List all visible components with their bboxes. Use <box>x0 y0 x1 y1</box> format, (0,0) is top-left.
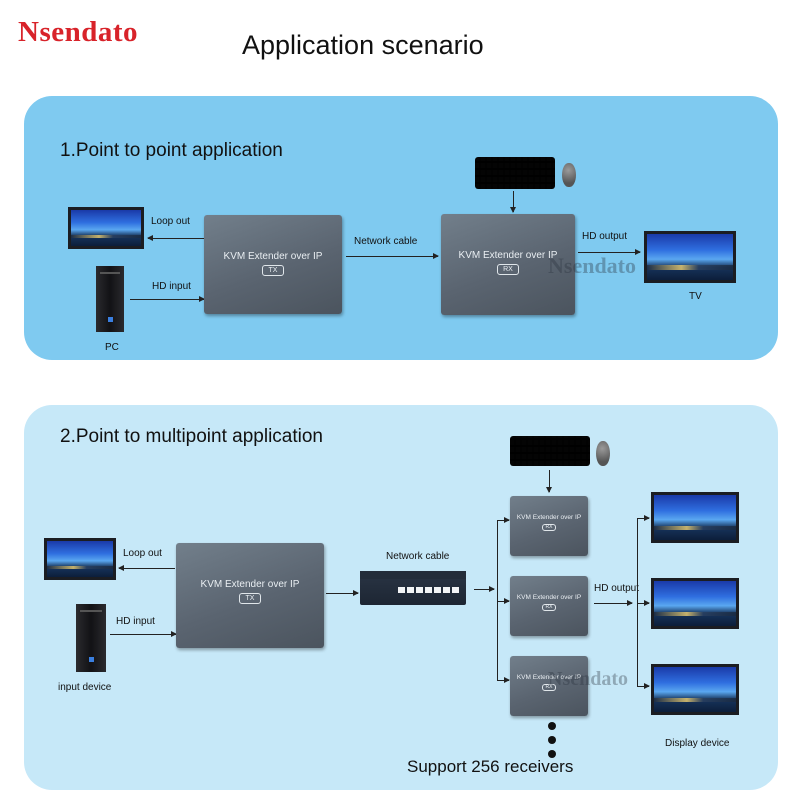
section2-title: 2.Point to multipoint application <box>60 426 323 447</box>
support-receivers-caption: Support 256 receivers <box>407 757 574 776</box>
rx-box-name: KVM Extender over IP <box>458 250 558 261</box>
tx-badge: TX <box>239 593 261 604</box>
section1-title: 1.Point to point application <box>60 140 283 161</box>
more-receivers-dot <box>548 722 556 730</box>
hd-output-arrow <box>594 600 633 606</box>
mouse-icon <box>596 441 610 466</box>
network-cable-arrow <box>346 253 439 259</box>
switch-to-receivers-arrow <box>474 586 495 592</box>
rx-extender-box: KVM Extender over IP RX <box>510 576 588 636</box>
hd-input-arrow <box>110 631 177 637</box>
loop-out-arrow <box>147 235 204 241</box>
network-cable-label: Network cable <box>354 236 418 247</box>
hd-input-arrow <box>130 296 205 302</box>
bracket-arrow-1 <box>497 517 510 523</box>
brand-logo: Nsendato <box>18 16 139 48</box>
more-receivers-dot <box>548 750 556 758</box>
hd-input-label: HD input <box>116 616 155 627</box>
tx-extender-box: KVM Extender over IP TX <box>176 543 324 648</box>
display-tv-icon <box>651 492 739 543</box>
rx-box-name: KVM Extender over IP <box>516 514 582 521</box>
loop-out-label: Loop out <box>123 548 162 559</box>
rx-extender-box: KVM Extender over IP RX <box>510 656 588 716</box>
rx-badge: RX <box>542 684 556 691</box>
mouse-icon <box>562 163 576 187</box>
tx-extender-box: KVM Extender over IP TX <box>204 215 342 314</box>
more-receivers-dot <box>548 736 556 744</box>
rx-badge: RX <box>542 604 556 611</box>
display-arrow-2 <box>637 600 650 606</box>
tx-to-switch-arrow <box>326 590 359 596</box>
keyboard-icon <box>510 436 590 466</box>
hd-output-label: HD output <box>594 583 640 594</box>
tx-badge: TX <box>262 265 284 276</box>
point-to-point-panel <box>24 96 778 360</box>
display-tv-icon <box>651 578 739 629</box>
pc-label: PC <box>105 342 119 353</box>
input-device-tower-icon <box>76 604 106 672</box>
pc-tower-icon <box>96 266 124 332</box>
rx-badge: RX <box>542 524 556 531</box>
tv-icon <box>644 231 736 283</box>
tv-label: TV <box>689 291 702 302</box>
watermark: Nsendato <box>548 668 629 690</box>
network-cable-label: Network cable <box>386 551 450 562</box>
loop-out-tv-icon <box>44 538 116 580</box>
tx-box-name: KVM Extender over IP <box>223 251 323 262</box>
loop-out-arrow <box>118 565 175 571</box>
keyboard-arrow <box>510 191 516 213</box>
display-arrow-1 <box>637 515 650 521</box>
loop-out-label: Loop out <box>151 216 190 227</box>
network-switch-icon <box>360 571 466 605</box>
hd-output-label: HD output <box>582 231 628 242</box>
hd-input-label: HD input <box>152 281 191 292</box>
display-device-label: Display device <box>665 738 730 749</box>
rx-box-name: KVM Extender over IP <box>516 594 582 601</box>
bracket-arrow-3 <box>497 677 510 683</box>
tx-box-name: KVM Extender over IP <box>200 579 300 590</box>
keyboard-arrow <box>546 470 552 493</box>
page-title: Application scenario <box>242 30 484 60</box>
display-tv-icon <box>651 664 739 715</box>
hd-output-arrow <box>578 249 641 255</box>
watermark: Nsendato <box>548 253 637 278</box>
bracket-arrow-2 <box>497 598 510 604</box>
display-arrow-3 <box>637 683 650 689</box>
keyboard-icon <box>475 157 555 189</box>
rx-box-name: KVM Extender over IP <box>516 674 582 681</box>
input-device-label: input device <box>58 682 112 693</box>
receiver-bracket-line <box>497 520 498 680</box>
rx-badge: RX <box>497 264 519 275</box>
rx-extender-box: KVM Extender over IP RX <box>441 214 575 315</box>
loop-out-tv-icon <box>68 207 144 249</box>
display-bracket-line <box>637 518 638 686</box>
rx-extender-box: KVM Extender over IP RX <box>510 496 588 556</box>
